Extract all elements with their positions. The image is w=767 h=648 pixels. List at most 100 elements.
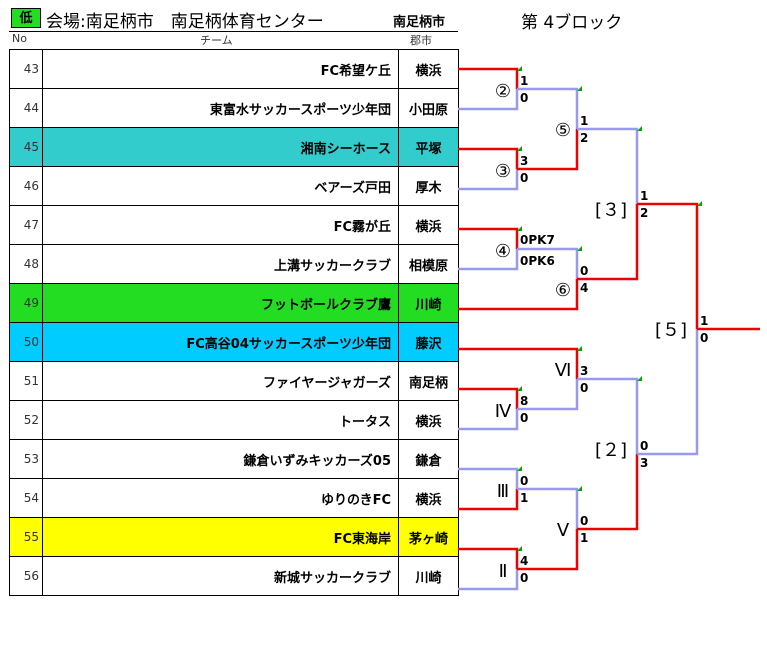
match-label: Ⅴ: [557, 520, 570, 541]
team-city: 相模原: [398, 244, 459, 284]
team-number: 49: [9, 283, 43, 323]
match-score-top: 1: [640, 189, 648, 203]
team-city: 平塚: [398, 127, 459, 167]
bracket-line: [458, 227, 519, 249]
team-name: FC高谷04サッカースポーツ少年団: [42, 322, 399, 362]
team-number: 56: [9, 556, 43, 596]
team-name: 鎌倉いずみキッカーズ05: [42, 439, 399, 479]
match-score-bottom: 2: [580, 131, 588, 145]
match-score-bottom: 0: [520, 571, 528, 585]
match-marker: [517, 546, 522, 551]
match-score-top: 4: [520, 554, 528, 568]
match-score-bottom: 3: [640, 456, 648, 470]
match-score-top: 3: [580, 364, 588, 378]
match-marker: [637, 126, 642, 131]
bracket-line: [577, 204, 639, 281]
venue-title: 会場:南足柄市 南足柄体育センター: [46, 12, 324, 32]
column-header-team: チーム: [200, 34, 233, 47]
match-label: ②: [495, 81, 511, 102]
bracket-line: [458, 569, 519, 591]
team-name: フットボールクラブ鷹: [42, 283, 399, 323]
match-score-bottom: 2: [640, 206, 648, 220]
bracket-line: [458, 147, 519, 169]
team-name: ベアーズ戸田: [42, 166, 399, 206]
match-score-top: 0PK7: [520, 233, 555, 247]
match-score-bottom: 4: [580, 281, 588, 295]
bracket-line: [577, 377, 639, 454]
bracket-line: [458, 489, 519, 511]
match-label: ⑥: [555, 280, 571, 301]
team-name: 湘南シーホース: [42, 127, 399, 167]
match-score-bottom: 1: [520, 491, 528, 505]
bracket-line: [517, 247, 579, 279]
match-marker: [517, 146, 522, 151]
match-score-top: 0: [640, 439, 648, 453]
match-marker: [577, 246, 582, 251]
bracket-line: [458, 249, 519, 271]
match-score-top: 0: [580, 514, 588, 528]
team-name: FC霧が丘: [42, 205, 399, 245]
team-city: 横浜: [398, 49, 459, 89]
match-score-bottom: 0: [580, 381, 588, 395]
team-number: 45: [9, 127, 43, 167]
match-score-top: 3: [520, 154, 528, 168]
match-label: Ⅳ: [495, 401, 512, 422]
match-marker: [517, 66, 522, 71]
team-city: 川崎: [398, 556, 459, 596]
match-marker: [517, 226, 522, 231]
match-label: Ⅵ: [555, 360, 572, 381]
team-city: 藤沢: [398, 322, 459, 362]
bracket-line: [517, 379, 579, 411]
match-score-bottom: 0: [700, 331, 708, 345]
match-score-top: 1: [700, 314, 708, 328]
match-score-bottom: 0: [520, 171, 528, 185]
bracket-line: [458, 547, 519, 569]
bracket-line: [458, 409, 519, 431]
match-score-top: 0: [520, 474, 528, 488]
bracket-line: [458, 169, 519, 191]
match-marker: [577, 486, 582, 491]
match-score-bottom: 0: [520, 91, 528, 105]
match-score-bottom: 0: [520, 411, 528, 425]
block-title: 第 4ブロック: [521, 13, 623, 33]
match-marker: [697, 201, 702, 206]
team-city: 南足柄: [398, 361, 459, 401]
match-marker: [517, 466, 522, 471]
header-underline: [9, 31, 458, 32]
team-name: トータス: [42, 400, 399, 440]
level-badge: 低: [11, 8, 41, 28]
match-label: [２]: [595, 440, 627, 461]
bracket-line: [458, 347, 579, 379]
bracket-line: [517, 487, 579, 529]
bracket-line: [517, 529, 579, 571]
team-city: 厚木: [398, 166, 459, 206]
team-city: 横浜: [398, 478, 459, 518]
match-label: [３]: [595, 200, 627, 221]
match-label: [５]: [655, 320, 687, 341]
match-label: ⑤: [555, 120, 571, 141]
match-score-top: 1: [580, 114, 588, 128]
match-label: Ⅱ: [499, 561, 508, 582]
column-header-no: No: [12, 32, 27, 45]
match-marker: [637, 376, 642, 381]
bracket-line: [458, 67, 519, 89]
column-header-city: 郡市: [410, 34, 432, 47]
match-marker: [577, 86, 582, 91]
bracket-line: [458, 387, 519, 409]
match-label: Ⅲ: [497, 481, 509, 502]
bracket-line: [577, 127, 639, 204]
team-number: 54: [9, 478, 43, 518]
region-label: 南足柄市: [393, 15, 446, 30]
bracket-line: [517, 129, 579, 171]
